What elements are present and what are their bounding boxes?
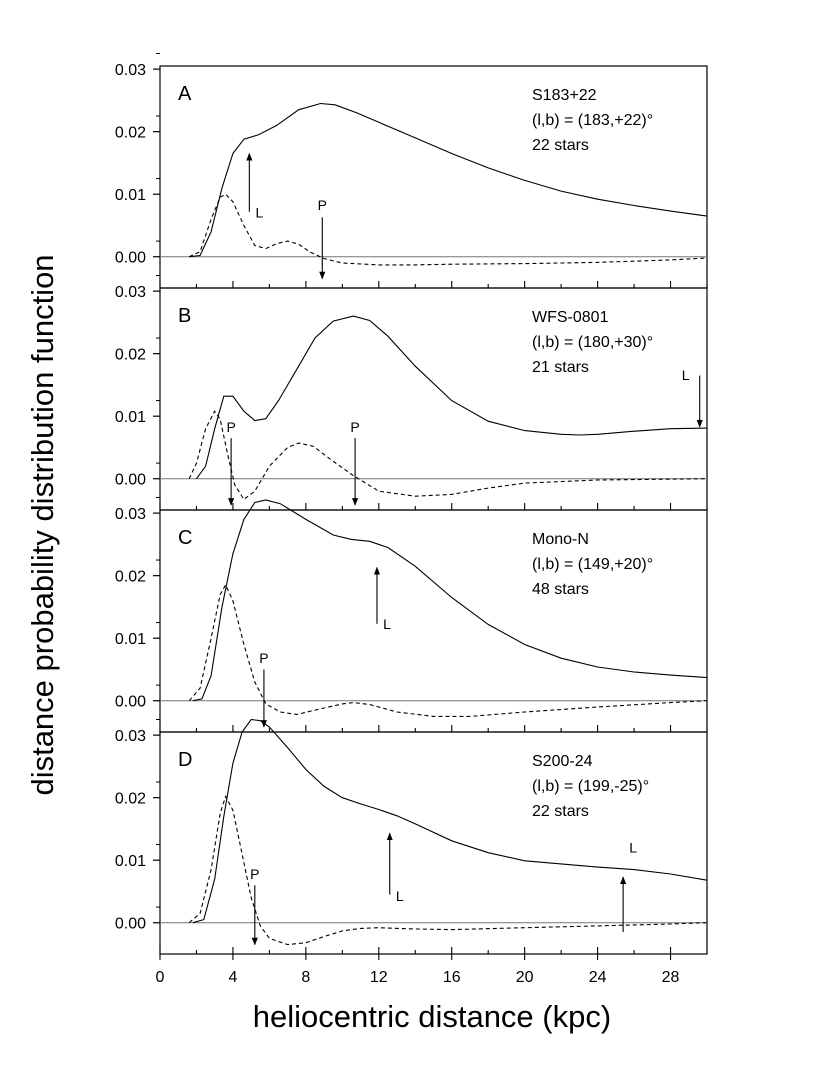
panel-info-line: (l,b) = (180,+30)° (532, 334, 653, 351)
x-tick-label: 20 (516, 969, 534, 986)
x-tick-label: 12 (370, 969, 388, 986)
y-tick-label: 0.00 (115, 694, 146, 711)
x-axis-title: heliocentric distance (kpc) (253, 999, 611, 1034)
x-tick-label: 8 (301, 969, 310, 986)
y-tick-label: 0.00 (115, 250, 146, 267)
y-tick-label: 0.01 (115, 853, 146, 870)
panel-info-line: 48 stars (532, 581, 589, 598)
y-tick-label: 0.01 (115, 187, 146, 204)
x-tick-label: 16 (443, 969, 461, 986)
panel-info-line: (l,b) = (199,-25)° (532, 778, 649, 795)
marker-label-L: L (255, 204, 263, 220)
y-tick-label: 0.02 (115, 125, 146, 142)
y-tick-label: 0.01 (115, 631, 146, 648)
x-tick-label: 24 (589, 969, 607, 986)
marker-label-P: P (318, 197, 327, 213)
dashed-pdf-curve (188, 410, 708, 501)
solid-pdf-curve (196, 315, 708, 480)
panel-frame (159, 731, 708, 955)
y-tick-label: 0.03 (115, 62, 146, 79)
panel-info-line: 21 stars (532, 359, 589, 376)
x-tick-label: 0 (156, 969, 165, 986)
y-tick-label: 0.03 (115, 284, 146, 301)
y-tick-label: 0.00 (115, 916, 146, 933)
panel-info-line: (l,b) = (149,+20)° (532, 556, 653, 573)
panel-letter: C (178, 527, 192, 549)
panel-D: 0.00 0.01 0.02 0.03 0 4 8 12 16 20 24 28 P L L D S200-24… (115, 718, 708, 986)
panel-info-line: 22 stars (532, 803, 589, 820)
y-tick-label: 0.03 (115, 506, 146, 523)
marker-label-L: L (396, 888, 404, 904)
panel-letter: B (178, 305, 191, 327)
marker-label-L: L (682, 367, 690, 383)
marker-label-P: P (259, 650, 268, 666)
panel-frame (159, 65, 708, 289)
panel-B: 0.00 0.01 0.02 0.03P P L B WFS-0801 (l,b) = (180… (115, 274, 708, 511)
y-tick-label: 0.03 (115, 728, 146, 745)
y-axis-title: distance probability distribution functi… (25, 254, 60, 795)
y-tick-label: 0.02 (115, 347, 146, 364)
y-tick-label: 0.00 (115, 472, 146, 489)
panel-A: 0.00 0.01 0.02 0.03L P A S183+22 (l,b) = (183,+… (115, 52, 708, 289)
dashed-pdf-curve (188, 794, 708, 946)
panel-letter: D (178, 749, 192, 771)
solid-pdf-curve (192, 499, 708, 702)
panel-info-line: (l,b) = (183,+22)° (532, 112, 653, 129)
panel-info-line: Mono-N (532, 531, 589, 548)
y-tick-label: 0.02 (115, 791, 146, 808)
y-tick-label: 0.01 (115, 409, 146, 426)
panel-info-line: S200-24 (532, 753, 593, 770)
panel-info-line: WFS-0801 (532, 309, 609, 326)
dashed-pdf-curve (188, 583, 708, 717)
marker-label-L: L (383, 616, 391, 632)
panel-letter: A (178, 83, 192, 105)
dashed-pdf-curve (188, 193, 708, 266)
panel-info-line: 22 stars (532, 137, 589, 154)
solid-pdf-curve (189, 102, 708, 258)
x-tick-label: 4 (228, 969, 237, 986)
marker-label-P: P (250, 866, 259, 882)
panel-frame (159, 287, 708, 511)
marker-label-P: P (226, 419, 235, 435)
y-tick-label: 0.02 (115, 569, 146, 586)
marker-label-L: L (629, 840, 637, 856)
solid-pdf-curve (192, 718, 708, 924)
panel-info-line: S183+22 (532, 87, 597, 104)
x-tick-label: 28 (662, 969, 680, 986)
marker-label-P: P (350, 419, 359, 435)
panel-frame (159, 509, 708, 733)
panel-C: 0.00 0.01 0.02 0.03P L C Mono-N (l,b) = (149,+2… (115, 496, 708, 733)
